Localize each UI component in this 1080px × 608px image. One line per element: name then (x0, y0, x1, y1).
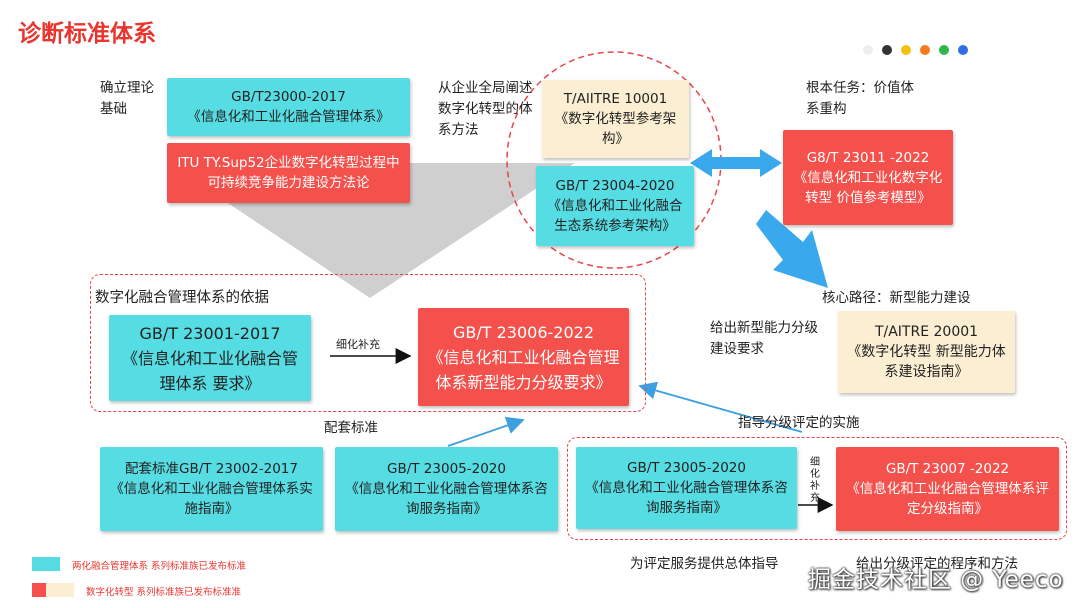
gbt23001-code: GB/T 23001-2017 (139, 323, 281, 343)
core-path-label: 核心路径：新型能力建设 (822, 290, 971, 306)
gbt23002-name: 《信息化和工业化融合管理体系实施指南》 (110, 481, 313, 517)
gbt23004-code: GB/T 23004-2020 (555, 178, 675, 194)
theory-foundation-label: 确立理论基础 (100, 80, 154, 117)
legend-swatch-cyan (32, 557, 60, 571)
gbt23011-box: G8/T 23011 -2022 《信息化和工业化数字化转型 价值参考模型》 (783, 130, 953, 225)
aitre20001-name: 《数字化转型 新型能力体系建设指南》 (847, 344, 1006, 380)
gbt23005-box-left: GB/T 23005-2020 《信息化和工业化融合管理体系咨询服务指南》 (335, 447, 558, 531)
refine-label-2: 细化补充 (810, 457, 820, 504)
itu-box: ITU TY.Sup52企业数字化转型过程中可持续竞争能力建设方法论 (167, 143, 410, 203)
color-dot (958, 45, 968, 55)
basis-group-frame (90, 274, 646, 412)
color-dot (939, 45, 949, 55)
gbt23011-name: 《信息化和工业化数字化转型 价值参考模型》 (793, 169, 943, 206)
gbt23006-name: 《信息化和工业化融合管理体系新型能力分级要求》 (427, 347, 620, 392)
color-dot (920, 45, 930, 55)
gbt23000-box: GB/T23000-2017 《信息化和工业化融合管理体系》 (167, 78, 410, 136)
gbt23002-code: 配套标准GB/T 23002-2017 (125, 461, 298, 477)
root-task-label: 根本任务：价值体系重构 (806, 80, 914, 117)
support-std-label: 配套标准 (324, 420, 378, 436)
enterprise-view-label: 从企业全局阐述数字化转型的体系方法 (438, 80, 533, 138)
gbt23005-box-right: GB/T 23005-2020 《信息化和工业化融合管理体系咨询服务指南》 (576, 447, 797, 529)
gbt23000-code: GB/T23000-2017 (231, 89, 346, 105)
gbt23011-code: G8/T 23011 -2022 (806, 149, 930, 166)
legend-text-1: 两化融合管理体系 系列标准族已发布标准 (72, 561, 247, 572)
refine-label-1: 细化补充 (336, 338, 380, 351)
watermark: 掘金技术社区 @ Yeeco (808, 567, 1064, 593)
double-arrow (690, 149, 782, 177)
color-dot (901, 45, 911, 55)
page-title: 诊断标准体系 (18, 21, 156, 47)
procedure-label: 给出分级评定的程序和方法 (856, 556, 1018, 572)
overall-guide-label: 为评定服务提供总体指导 (630, 556, 779, 572)
itu-text: ITU TY.Sup52企业数字化转型过程中可持续竞争能力建设方法论 (177, 155, 400, 191)
gbt23001-box: GB/T 23001-2017 《信息化和工业化融合管理体系 要求》 (109, 315, 311, 401)
gbt23005-left-name: 《信息化和工业化融合管理体系咨询服务指南》 (345, 481, 548, 517)
color-dots (863, 45, 968, 55)
guide-eval-label: 指导分级评定的实施 (738, 415, 860, 431)
gbt23004-name: 《信息化和工业化融合生态系统参考架构》 (547, 198, 683, 234)
guide-arrow (638, 381, 803, 433)
legend-swatch-cream (46, 583, 74, 597)
gbt23007-code: GB/T 23007 -2022 (885, 461, 1010, 477)
aiitre10001-code: T/AIITRE 10001 (563, 91, 668, 107)
aiitre10001-name: 《数字化转型参考架构》 (554, 111, 677, 147)
legend-text-2: 数字化转型 系列标准族已发布标准准 (86, 587, 242, 598)
gbt23005-right-name: 《信息化和工业化融合管理体系咨询服务指南》 (585, 480, 788, 516)
gbt23007-name: 《信息化和工业化融合管理体系评定分级指南》 (846, 481, 1049, 517)
gbt23007-box: GB/T 23007 -2022 《信息化和工业化融合管理体系评定分级指南》 (836, 447, 1059, 531)
gbt23006-box: GB/T 23006-2022 《信息化和工业化融合管理体系新型能力分级要求》 (418, 308, 629, 406)
gbt23001-name: 《信息化和工业化融合管理体系 要求》 (121, 348, 298, 393)
color-dot (863, 45, 873, 55)
eval-group-frame (567, 437, 1067, 540)
gbt23004-box: GB/T 23004-2020 《信息化和工业化融合生态系统参考架构》 (536, 166, 694, 246)
basis-label: 数字化融合管理体系的依据 (95, 290, 269, 306)
support-arrow (447, 416, 525, 447)
diagonal-arrow (756, 210, 828, 288)
color-dot (882, 45, 892, 55)
aitre20001-box: T/AITRE 20001 《数字化转型 新型能力体系建设指南》 (838, 311, 1015, 393)
grading-req-label: 给出新型能力分级建设要求 (710, 320, 818, 357)
gbt23005-right-code: GB/T 23005-2020 (627, 460, 746, 476)
gbt23006-code: GB/T 23006-2022 (452, 322, 594, 342)
legend-swatch-red (32, 583, 46, 597)
aiitre10001-box: T/AIITRE 10001 《数字化转型参考架构》 (542, 80, 689, 158)
gbt23002-box: 配套标准GB/T 23002-2017 《信息化和工业化融合管理体系实施指南》 (100, 447, 323, 531)
aitre20001-code: T/AITRE 20001 (874, 324, 979, 340)
gbt23000-name: 《信息化和工业化融合管理体系》 (187, 109, 390, 125)
gbt23005-left-code: GB/T 23005-2020 (387, 461, 506, 477)
